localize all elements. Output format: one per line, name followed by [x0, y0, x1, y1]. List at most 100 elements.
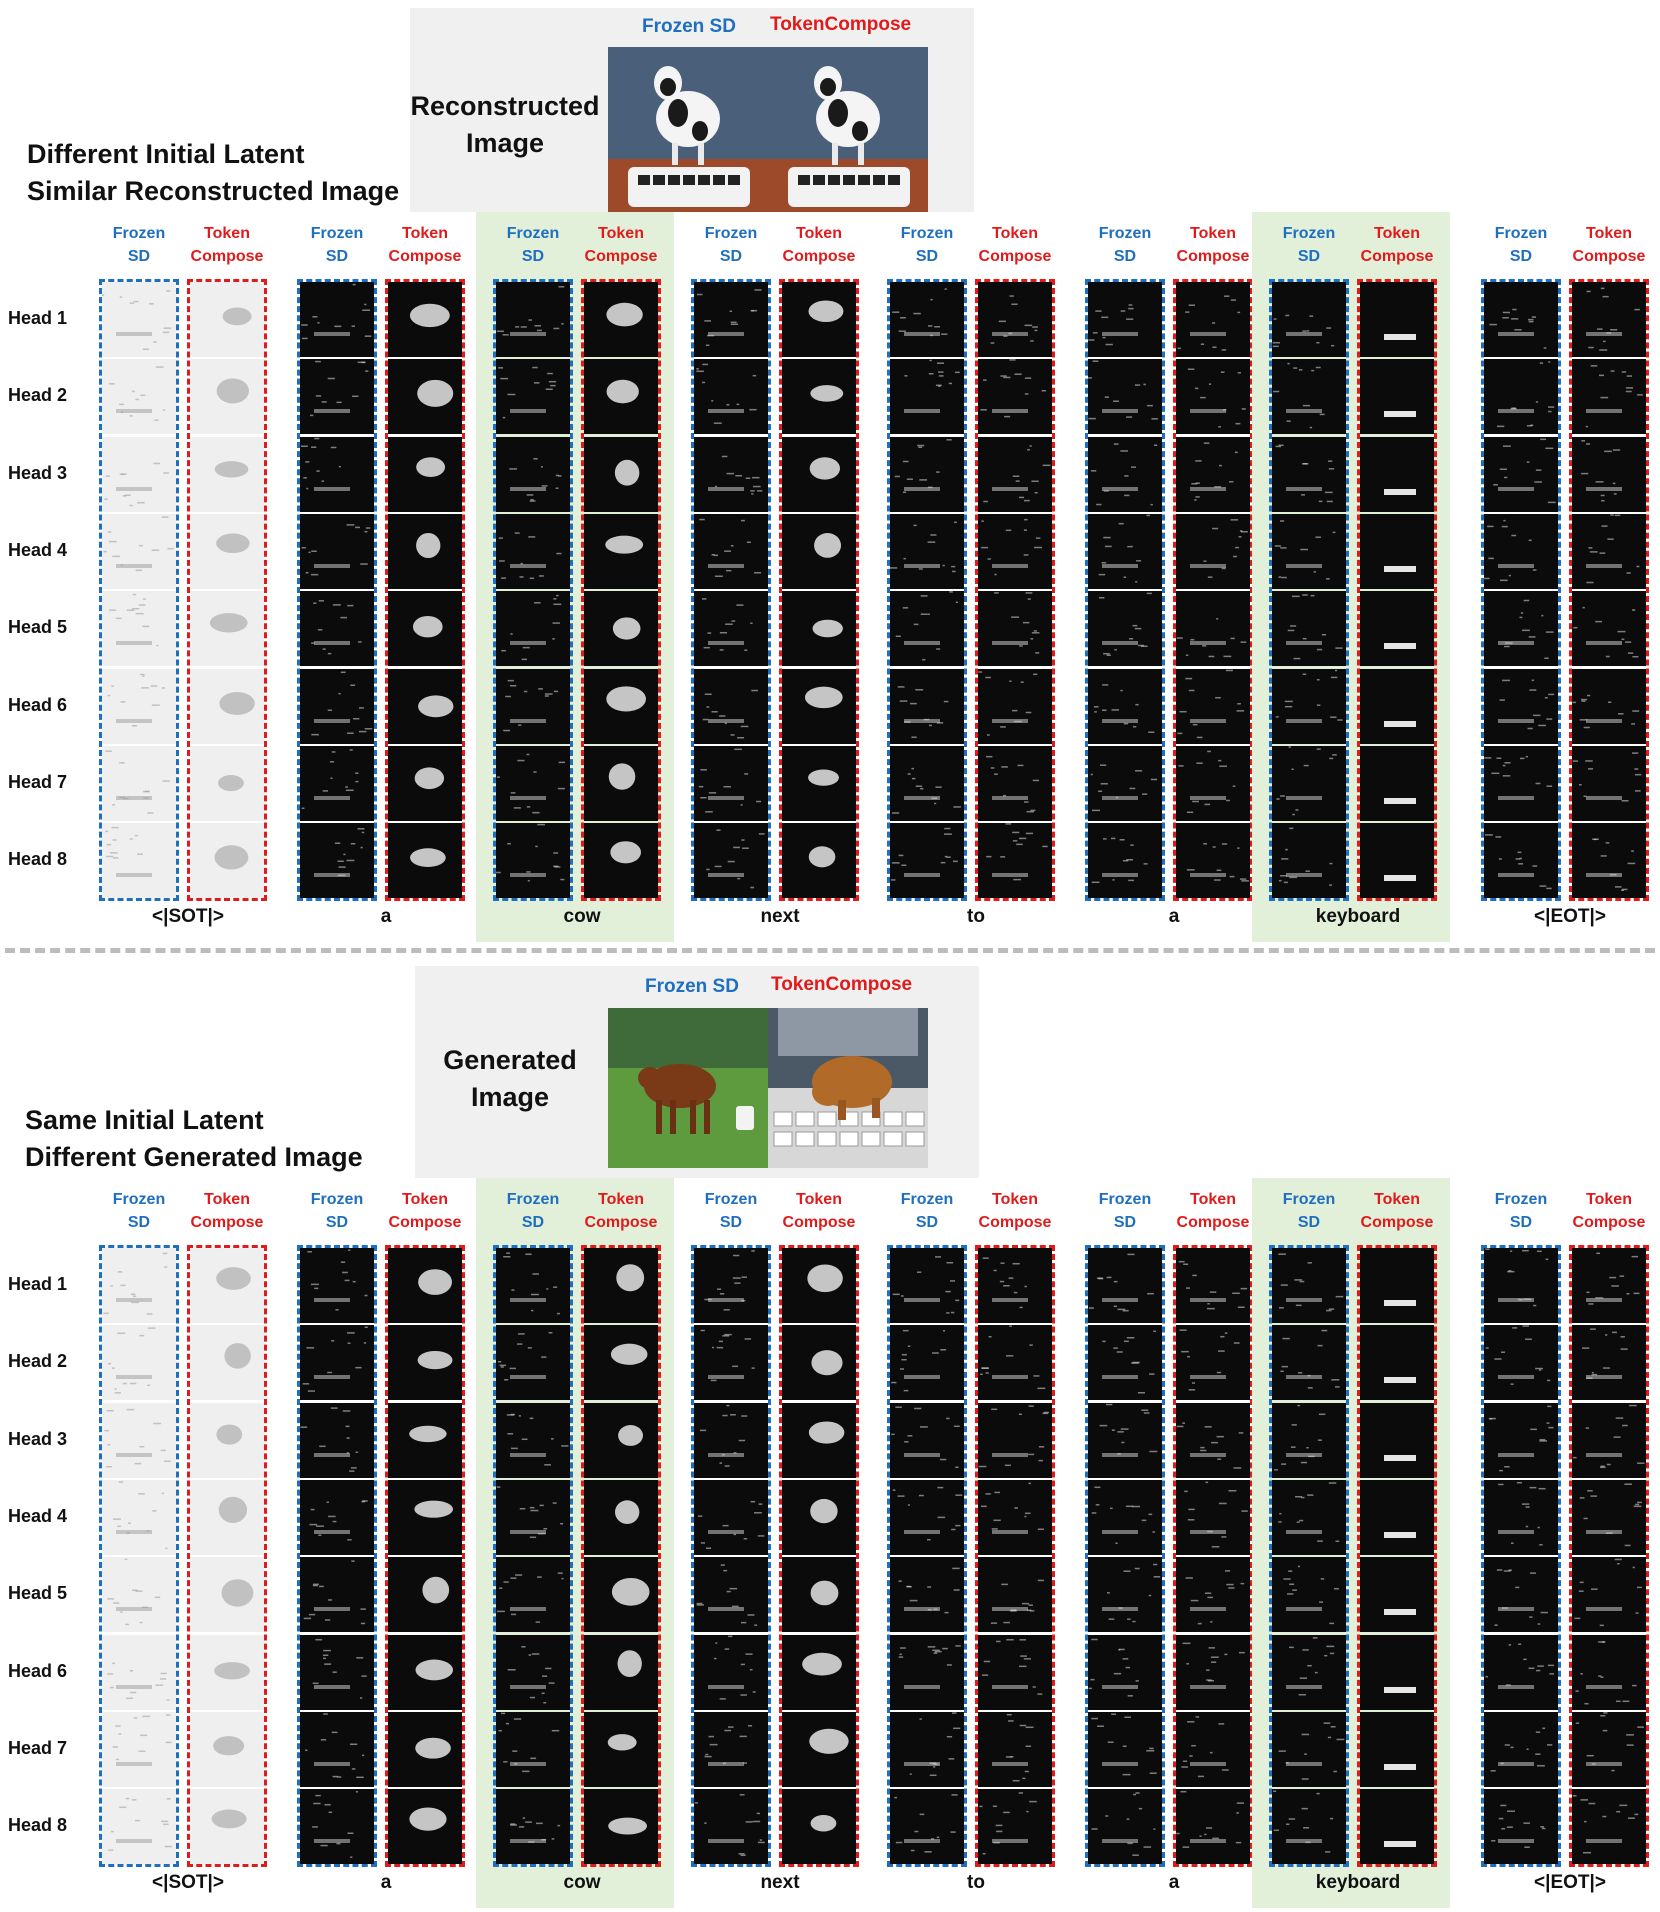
- attention-map: [496, 1325, 570, 1401]
- tokencompose-column-border: [187, 1245, 267, 1868]
- attention-map: [584, 823, 658, 899]
- attention-map: [694, 1789, 768, 1865]
- attention-map: [584, 1402, 658, 1478]
- token-label: to: [967, 1872, 985, 1893]
- attention-map: [1360, 745, 1434, 821]
- head-row-label: Head 4: [8, 1505, 68, 1526]
- frozen-sd-column-border: [493, 1245, 573, 1868]
- attention-map: [584, 436, 658, 512]
- attention-map: [694, 1248, 768, 1323]
- attention-map: [496, 1711, 570, 1787]
- attention-map: [782, 436, 856, 512]
- attention-map: [388, 1711, 462, 1787]
- attention-map: [978, 591, 1052, 667]
- attention-map: [388, 668, 462, 744]
- token-label: next: [760, 906, 800, 927]
- generated-frozen-photo: [608, 1008, 768, 1168]
- attention-map: [584, 1248, 658, 1323]
- attention-map: [190, 513, 264, 589]
- attention-map: [102, 668, 176, 744]
- attention-map: [300, 1325, 374, 1401]
- attention-map: [978, 1325, 1052, 1401]
- tokencompose-column-border: [385, 279, 465, 902]
- attention-map: [782, 1479, 856, 1555]
- attention-map: [1272, 1402, 1346, 1478]
- attention-map: [782, 282, 856, 357]
- attention-map: [190, 1634, 264, 1710]
- attention-map: [782, 1789, 856, 1865]
- token-label: a: [1168, 1872, 1180, 1893]
- attention-map: [1484, 745, 1558, 821]
- attention-map: [782, 1248, 856, 1323]
- attention-map: [1484, 668, 1558, 744]
- reconstructed-token-photo: [768, 47, 928, 212]
- attention-map: [1176, 591, 1250, 667]
- attention-map: [388, 436, 462, 512]
- frozen-sd-column-border: [887, 279, 967, 902]
- attention-map: [782, 823, 856, 899]
- attention-map: [694, 1402, 768, 1478]
- generated-token-title: TokenCompose: [771, 974, 913, 995]
- attention-map: [978, 436, 1052, 512]
- attention-map: [584, 1634, 658, 1710]
- attention-map: [1272, 1711, 1346, 1787]
- attention-map: [1272, 513, 1346, 589]
- attention-map: [694, 359, 768, 435]
- bottom-heading: Same Initial Latent Different Generated …: [25, 1102, 363, 1176]
- attention-map: [1572, 513, 1646, 589]
- attention-map: [1272, 823, 1346, 899]
- attention-map: [1088, 1402, 1162, 1478]
- attention-map: [1360, 1557, 1434, 1633]
- token-label: <|SOT|>: [152, 906, 224, 927]
- attention-map: [300, 1634, 374, 1710]
- attention-map: [1360, 668, 1434, 744]
- head-row-label: Head 6: [8, 694, 68, 715]
- frozen-sd-column-border: [1269, 279, 1349, 902]
- attention-map: [496, 745, 570, 821]
- tokencompose-column-border: [1173, 279, 1253, 902]
- attention-map: [102, 359, 176, 435]
- tokencompose-column-border: [581, 279, 661, 902]
- attention-map: [890, 282, 964, 357]
- attention-map: [300, 1479, 374, 1555]
- generated-image-label: Generated Image: [443, 1045, 577, 1112]
- tokencompose-column-border: [385, 1245, 465, 1868]
- attention-map: [890, 1711, 964, 1787]
- frozen-sd-column-border: [887, 1245, 967, 1868]
- attention-map: [890, 823, 964, 899]
- attention-map: [1572, 1325, 1646, 1401]
- attention-map: [1572, 436, 1646, 512]
- head-row-label: Head 3: [8, 462, 68, 483]
- attention-map: [1088, 823, 1162, 899]
- attention-map: [890, 1634, 964, 1710]
- token-label: next: [760, 1872, 800, 1893]
- attention-map: [388, 513, 462, 589]
- attention-map: [1272, 359, 1346, 435]
- frozen-sd-column-border: [1481, 1245, 1561, 1868]
- attention-map: [1272, 668, 1346, 744]
- reconstructed-image-panel: Reconstructed Image Frozen SD TokenCompo…: [410, 8, 974, 212]
- attention-map: [1360, 513, 1434, 589]
- attention-map: [890, 668, 964, 744]
- tokencompose-column-border: [975, 1245, 1055, 1868]
- top-section: Different Initial Latent Similar Reconst…: [0, 0, 1660, 942]
- attention-map: [584, 1479, 658, 1555]
- attention-map: [1360, 823, 1434, 899]
- top-heading-line-2: Similar Reconstructed Image: [27, 176, 400, 206]
- attention-map: [1360, 1479, 1434, 1555]
- attention-map: [1572, 1789, 1646, 1865]
- attention-map: [1484, 436, 1558, 512]
- attention-map: [388, 745, 462, 821]
- attention-map: [300, 1789, 374, 1865]
- attention-map: [1360, 1248, 1434, 1323]
